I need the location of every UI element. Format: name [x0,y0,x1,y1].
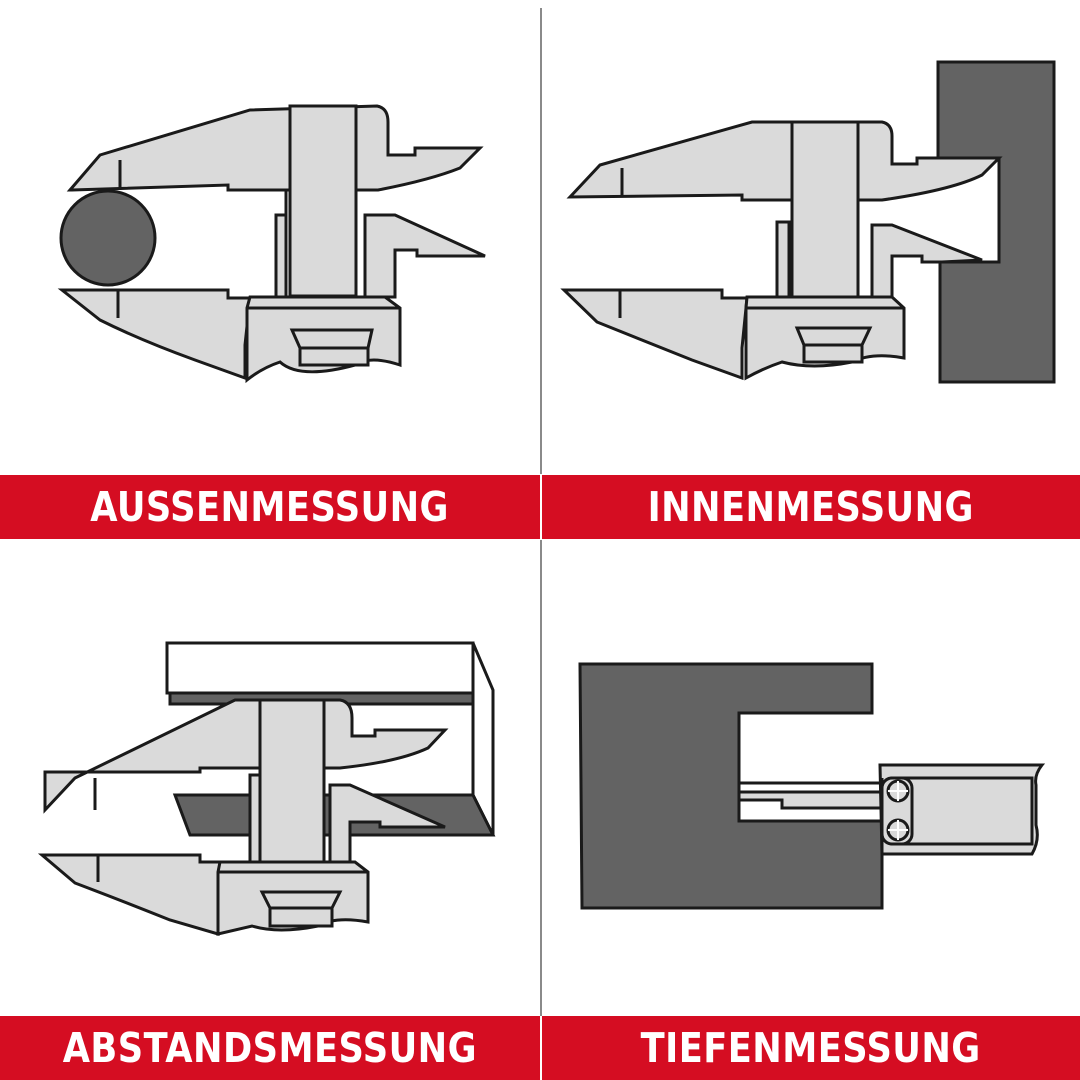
label-banner-step: ABSTANDSMESSUNG [0,1016,540,1080]
label-inside-measurement: INNENMESSUNG [647,483,975,531]
caliper-inside-measurement-icon [560,60,1056,384]
panel-divider-bottom [540,540,542,1016]
label-outside-measurement: AUSSENMESSUNG [90,483,450,531]
caliper-depth-measurement-icon [578,662,1046,910]
panel-step-measurement [0,540,540,1016]
label-banner-depth: TIEFENMESSUNG [542,1016,1080,1080]
panel-depth-measurement [542,540,1080,1016]
caliper-outside-measurement-icon [57,104,486,384]
caliper-step-measurement-icon [37,641,496,936]
label-step-measurement: ABSTANDSMESSUNG [62,1024,478,1072]
label-depth-measurement: TIEFENMESSUNG [641,1024,981,1072]
label-banner-inside: INNENMESSUNG [542,475,1080,539]
panel-inside-measurement [542,0,1080,475]
panel-divider-top [540,8,542,474]
panel-outside-measurement [0,0,540,475]
label-banner-outside: AUSSENMESSUNG [0,475,540,539]
